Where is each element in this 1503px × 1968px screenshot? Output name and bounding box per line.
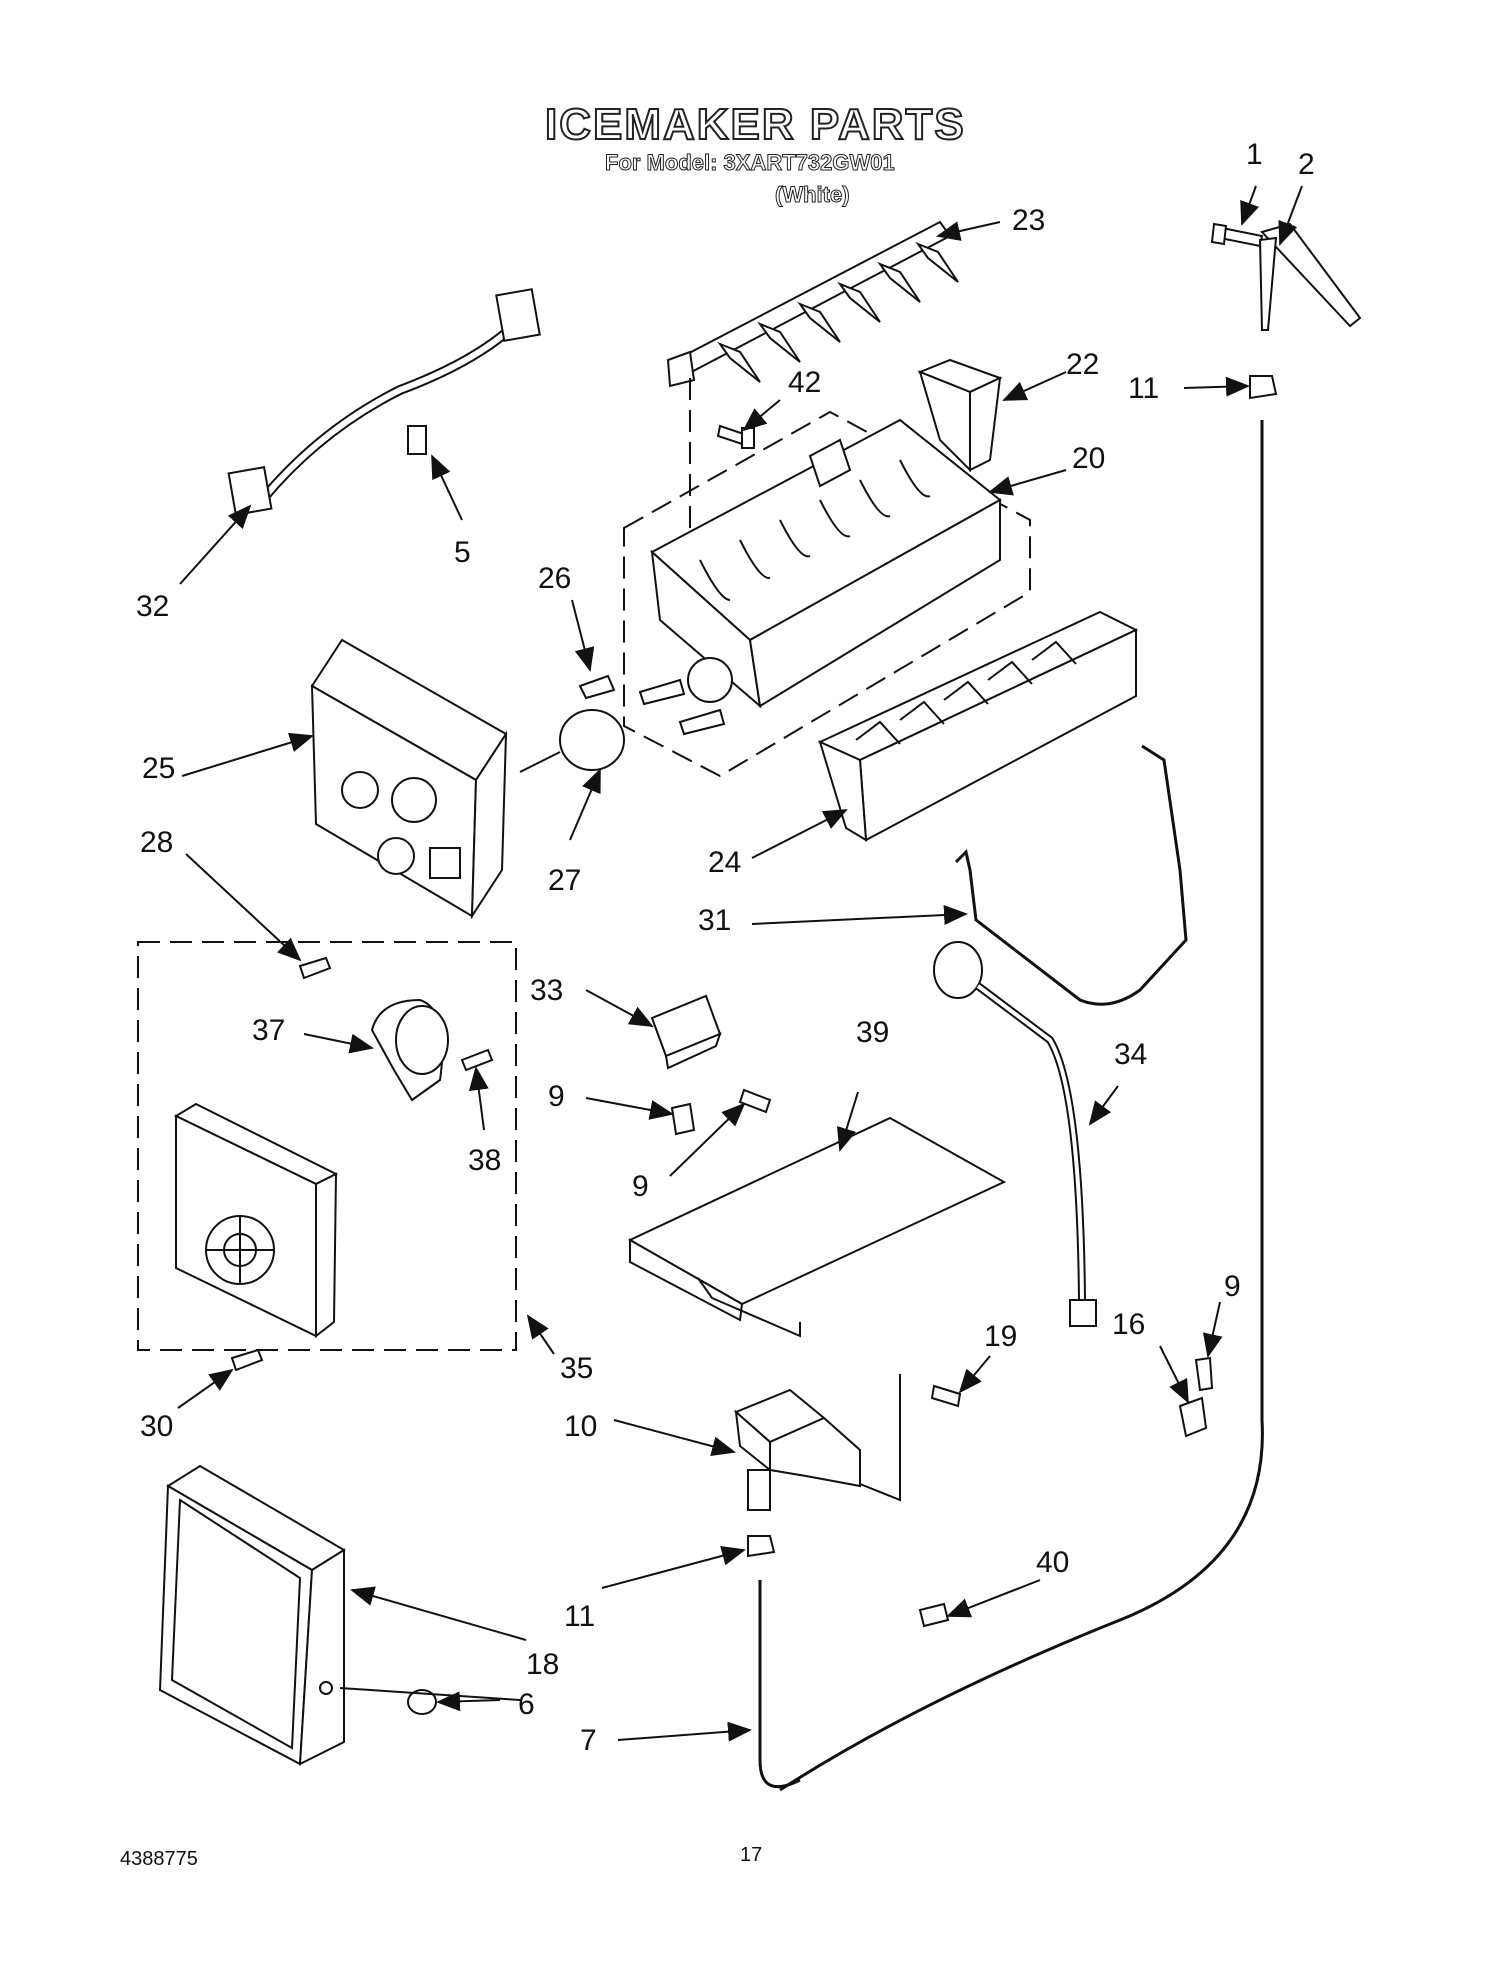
callout-32: 32 (136, 590, 169, 623)
part-35-control-module (173, 1102, 339, 1339)
part-20-ice-mold (638, 418, 1002, 736)
callout-38: 38 (468, 1144, 501, 1177)
callout-18: 18 (526, 1648, 559, 1681)
callout-7: 7 (580, 1724, 597, 1757)
callout-28: 28 (140, 826, 173, 859)
callout-11-lower: 11 (564, 1600, 595, 1633)
model-line: For Model: 3XART732GW01 (605, 150, 896, 176)
callout-26: 26 (538, 562, 571, 595)
part-18-cover (158, 1464, 346, 1766)
part-6-plug (407, 1689, 437, 1715)
callout-1: 1 (1246, 138, 1263, 171)
part-39-cover-plate (627, 1116, 1007, 1338)
part-16-clamp (1178, 1396, 1208, 1438)
callout-31: 31 (698, 904, 731, 937)
part-23-ejector (666, 220, 959, 388)
part-2-fill-tube-arm (1258, 222, 1362, 331)
part-9-screw-a (670, 1102, 696, 1136)
callout-11-top: 11 (1128, 372, 1159, 405)
callout-2: 2 (1298, 148, 1315, 181)
part-34-water-line (933, 941, 1097, 1327)
part-11-nut-lower (747, 1535, 776, 1558)
part-9-screw-b (738, 1088, 772, 1114)
long-fill-tube (779, 420, 1264, 1792)
callout-9-c: 9 (1224, 1270, 1241, 1303)
callout-5: 5 (454, 536, 471, 569)
callout-10: 10 (564, 1410, 597, 1443)
callout-20: 20 (1072, 442, 1105, 475)
part-19-screw (930, 1384, 962, 1408)
leader-lines (177, 185, 1303, 1742)
callout-40: 40 (1036, 1546, 1069, 1579)
callout-42: 42 (788, 366, 821, 399)
part-26-clip (578, 674, 616, 700)
part-9-screw-c (1194, 1356, 1214, 1392)
callout-37: 37 (252, 1014, 285, 1047)
part-42-screw (716, 424, 755, 449)
part-28-screw (298, 956, 332, 980)
part-24-front-cover (817, 610, 1139, 842)
callout-27: 27 (548, 864, 581, 897)
callout-9-a: 9 (548, 1080, 565, 1113)
color-line: (White) (775, 182, 851, 208)
callout-22: 22 (1066, 348, 1099, 381)
callout-35: 35 (560, 1352, 593, 1385)
page-title: ICEMAKER PARTS (544, 99, 966, 150)
part-37-motor (370, 998, 449, 1102)
part-10-water-valve (734, 1374, 901, 1511)
part-22-stripper (917, 358, 1003, 473)
callout-34: 34 (1114, 1038, 1147, 1071)
callout-19: 19 (984, 1320, 1017, 1353)
page-number: 17 (740, 1844, 763, 1866)
part-11-nut-top (1249, 375, 1278, 400)
part-31-shutoff-arm (954, 744, 1188, 1006)
part-30-screw (230, 1348, 264, 1372)
part-25-control-housing (310, 638, 508, 920)
callout-16: 16 (1112, 1308, 1145, 1341)
part-40-nut (918, 1602, 950, 1628)
part-38-screw (460, 1048, 494, 1072)
part-7-tube (758, 1580, 801, 1789)
callout-33: 33 (530, 974, 563, 1007)
part-27-thermostat (519, 709, 625, 773)
part-33-bracket (650, 994, 722, 1070)
callout-6: 6 (518, 1688, 535, 1721)
callout-24: 24 (708, 846, 741, 879)
doc-number: 4388775 (120, 1848, 198, 1870)
callout-9-b: 9 (632, 1170, 649, 1203)
callout-labels: 1 2 23 22 11 42 20 32 5 26 25 27 28 24 3… (136, 138, 1315, 1757)
part-32-wiring-harness (227, 288, 541, 516)
callout-39: 39 (856, 1016, 889, 1049)
part-1-screw (1210, 222, 1264, 248)
callout-23: 23 (1012, 204, 1045, 237)
callout-25: 25 (142, 752, 175, 785)
callout-30: 30 (140, 1410, 173, 1443)
